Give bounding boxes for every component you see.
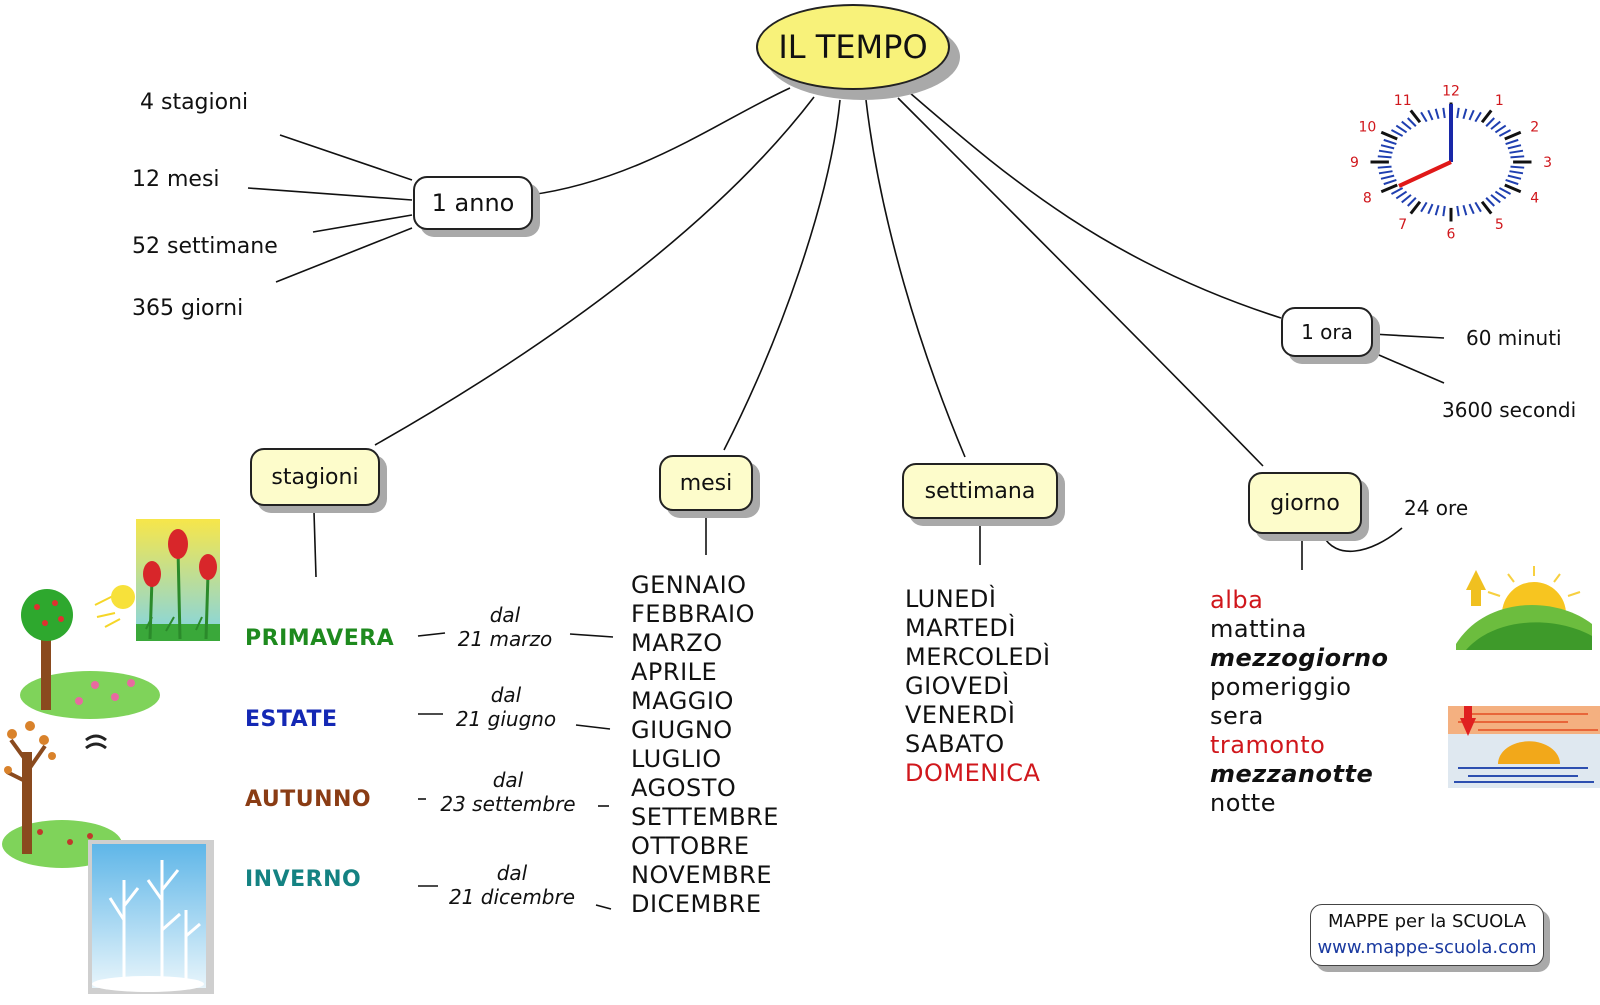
month-item: FEBBRAIO: [631, 600, 755, 628]
season-name: ESTATE: [245, 707, 338, 732]
clock-number: 5: [1495, 217, 1504, 233]
clock-number: 8: [1363, 191, 1372, 207]
part-of-day-item: tramonto: [1210, 731, 1326, 759]
center-node: IL TEMPO: [756, 4, 960, 100]
clock-number: 9: [1350, 155, 1359, 171]
ora-label: 1 ora: [1301, 320, 1353, 344]
node-1-ora: 1 ora: [1281, 307, 1373, 357]
settimana-label: settimana: [924, 478, 1036, 504]
day-item: SABATO: [905, 730, 1005, 758]
clock-number: 3: [1543, 155, 1552, 171]
node-giorno: giorno: [1248, 472, 1362, 534]
clock-number: 6: [1447, 226, 1456, 242]
anno-item: 52 settimane: [132, 234, 278, 259]
part-of-day-item: pomeriggio: [1210, 673, 1352, 701]
anno-item: 4 stagioni: [140, 90, 249, 115]
day-item: MERCOLEDÌ: [905, 643, 1051, 671]
month-item: MARZO: [631, 629, 723, 657]
giorno-list: alba mattina mezzogiorno pomeriggio sera…: [1210, 586, 1389, 818]
part-of-day-item: notte: [1210, 789, 1276, 817]
part-of-day-item: mattina: [1210, 615, 1307, 643]
anno-item: 12 mesi: [132, 167, 220, 192]
part-of-day-item: mezzogiorno: [1210, 644, 1389, 672]
day-item: LUNEDÌ: [905, 585, 997, 613]
node-stagioni: stagioni: [250, 448, 380, 506]
season-name: PRIMAVERA: [245, 626, 395, 651]
season-name: AUTUNNO: [245, 787, 372, 812]
ora-item: 60 minuti: [1466, 326, 1562, 350]
ora-item: 3600 secondi: [1442, 398, 1577, 422]
part-of-day-item: alba: [1210, 586, 1264, 614]
node-settimana: settimana: [902, 463, 1058, 519]
credit-title: MAPPE per la SCUOLA: [1327, 911, 1527, 932]
day-item: MARTEDÌ: [905, 614, 1016, 642]
part-of-day-item: mezzanotte: [1210, 760, 1374, 788]
month-item: OTTOBRE: [631, 832, 750, 860]
day-item: DOMENICA: [905, 759, 1041, 787]
giorno-label: giorno: [1270, 490, 1340, 516]
month-item: APRILE: [631, 658, 718, 686]
tulips-image: [136, 519, 220, 641]
anno-item: 365 giorni: [132, 296, 244, 321]
node-mesi: mesi: [659, 455, 753, 511]
giorno-24-ore: 24 ore: [1404, 496, 1469, 520]
clock-number: 4: [1530, 191, 1539, 207]
month-item: SETTEMBRE: [631, 803, 779, 831]
part-of-day-item: sera: [1210, 702, 1264, 730]
month-item: AGOSTO: [631, 774, 737, 802]
clock-number: 11: [1394, 93, 1412, 109]
mesi-list: GENNAIO FEBBRAIO MARZO APRILE MAGGIO GIU…: [631, 571, 779, 919]
clock-number: 1: [1495, 93, 1504, 109]
sunset-icon: [1448, 706, 1600, 788]
season-name: INVERNO: [245, 867, 362, 892]
clock-number: 7: [1398, 217, 1407, 233]
winter-image: [88, 840, 214, 994]
month-item: LUGLIO: [631, 745, 722, 773]
clock-number: 2: [1530, 119, 1539, 135]
spring-tree-image: [20, 585, 160, 719]
month-item: DICEMBRE: [631, 890, 762, 918]
month-item: GENNAIO: [631, 571, 747, 599]
clock-number: 12: [1442, 84, 1460, 100]
month-item: GIUGNO: [631, 716, 733, 744]
center-title: IL TEMPO: [778, 28, 928, 66]
credit-box: MAPPE per la SCUOLA www.mappe-scuola.com: [1310, 904, 1544, 966]
clock-number: 10: [1358, 119, 1376, 135]
anno-label: 1 anno: [431, 189, 515, 217]
sunrise-icon: [1456, 566, 1592, 650]
node-1-anno: 1 anno: [413, 176, 533, 230]
day-item: VENERDÌ: [905, 701, 1016, 729]
stagioni-label: stagioni: [271, 464, 359, 490]
mesi-label: mesi: [679, 470, 733, 496]
settimana-list: LUNEDÌ MARTEDÌ MERCOLEDÌ GIOVEDÌ VENERDÌ…: [905, 585, 1051, 788]
month-item: NOVEMBRE: [631, 861, 773, 889]
day-item: GIOVEDÌ: [905, 672, 1010, 700]
credit-link[interactable]: www.mappe-scuola.com: [1317, 937, 1537, 958]
month-item: MAGGIO: [631, 687, 734, 715]
